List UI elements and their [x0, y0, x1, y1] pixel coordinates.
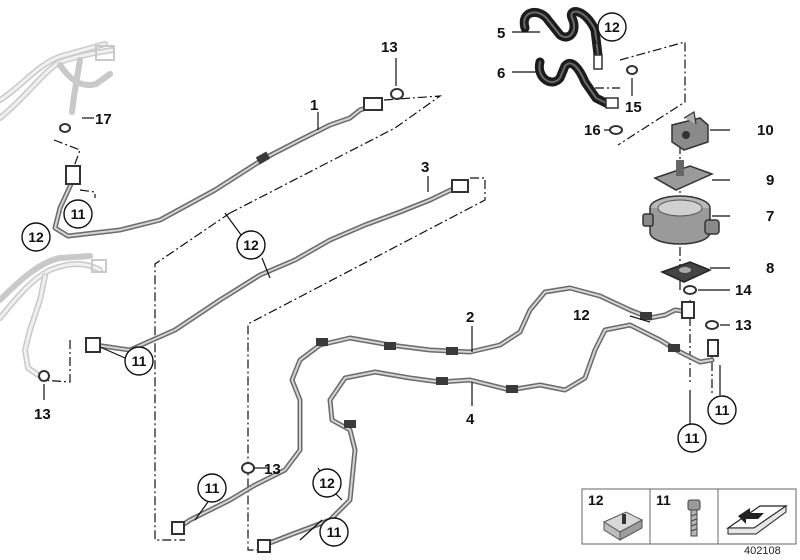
callout-14: 14	[735, 282, 752, 299]
direction-arrow-icon	[726, 505, 788, 535]
callout-16: 16	[584, 122, 601, 139]
legend-number-right: 11	[656, 492, 671, 508]
pipe-1	[52, 97, 383, 239]
washers	[38, 65, 719, 474]
valve-7	[642, 195, 720, 245]
callout-13d: 13	[735, 317, 752, 334]
callout-11c: 11	[205, 480, 220, 496]
callout-circle-11c	[197, 473, 227, 503]
mount-8	[660, 261, 712, 283]
callout-12b: 12	[243, 237, 259, 253]
hose-6	[534, 57, 619, 109]
callout-3: 3	[421, 159, 429, 176]
callout-2: 2	[466, 309, 474, 326]
callout-11a: 11	[71, 206, 86, 222]
callout-12d: 12	[604, 19, 620, 35]
callout-11f: 11	[685, 430, 700, 446]
pipe-3	[85, 179, 469, 353]
callout-15: 15	[625, 99, 642, 116]
callout-circle-11f	[677, 423, 707, 453]
callout-12c: 12	[319, 475, 335, 491]
ghost-component-mid-left	[0, 253, 107, 378]
callout-6: 6	[497, 65, 505, 82]
callout-13c: 13	[264, 461, 281, 478]
clip-icon	[602, 511, 644, 541]
callout-circle-11d	[319, 517, 349, 547]
bracket-10	[671, 111, 709, 151]
callout-circle-11b	[124, 346, 154, 376]
hose-5	[519, 7, 603, 70]
ghost-component-top-left	[0, 41, 115, 121]
callout-circle-12d	[597, 12, 627, 42]
callout-9: 9	[766, 172, 774, 189]
bolt-icon	[687, 499, 701, 537]
callout-7: 7	[766, 208, 774, 225]
callout-11e: 11	[715, 402, 730, 418]
legend-number-left: 12	[588, 492, 604, 508]
legend-box: 12 11	[581, 488, 797, 545]
callout-13b: 13	[34, 406, 51, 423]
pipe-2	[171, 285, 695, 535]
callout-11b: 11	[132, 353, 147, 369]
reference-lines	[41, 41, 713, 551]
callout-1: 1	[310, 97, 318, 114]
callout-8: 8	[766, 260, 774, 277]
plate-9	[653, 160, 715, 191]
callout-circle-11e	[707, 395, 737, 425]
callout-10: 10	[757, 122, 774, 139]
callout-13a: 13	[381, 39, 398, 56]
callout-circle-12c	[312, 468, 342, 498]
callout-circles	[21, 12, 737, 547]
callout-12e: 12	[573, 307, 590, 324]
callout-4: 4	[466, 411, 475, 428]
pipe-4	[257, 322, 719, 553]
callout-17: 17	[95, 111, 112, 128]
callout-circle-11a	[63, 199, 93, 229]
callout-circle-12a	[21, 222, 51, 252]
callout-11d: 11	[327, 524, 342, 540]
callout-5: 5	[497, 25, 505, 42]
document-id: 402108	[744, 545, 781, 557]
callout-12a: 12	[28, 229, 44, 245]
callout-circle-12b	[236, 230, 266, 260]
